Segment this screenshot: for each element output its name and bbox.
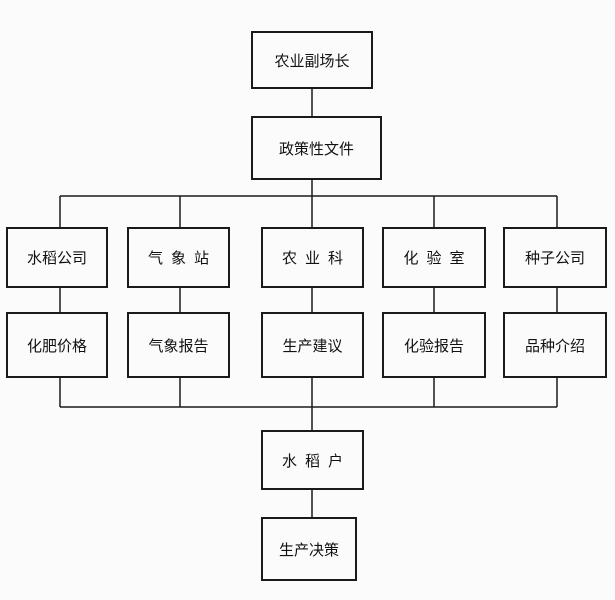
policy-box: 政策性文件 bbox=[251, 116, 382, 180]
source-box-weather-station: 气象站 bbox=[127, 227, 230, 288]
decision-box: 生产决策 bbox=[261, 517, 357, 581]
source-box-agriculture-section: 农业科 bbox=[261, 227, 364, 288]
output-box-fertilizer-price: 化肥价格 bbox=[6, 312, 108, 378]
source-box-seed-company: 种子公司 bbox=[503, 227, 607, 288]
output-box-production-advice: 生产建议 bbox=[261, 312, 364, 378]
output-box-lab-report: 化验报告 bbox=[382, 312, 486, 378]
source-box-laboratory: 化验室 bbox=[382, 227, 486, 288]
output-box-weather-report: 气象报告 bbox=[127, 312, 230, 378]
farmer-box: 水稻户 bbox=[261, 430, 364, 490]
source-box-rice-company: 水稻公司 bbox=[6, 227, 108, 288]
manager-box: 农业副场长 bbox=[251, 31, 373, 89]
output-box-variety-intro: 品种介绍 bbox=[503, 312, 607, 378]
